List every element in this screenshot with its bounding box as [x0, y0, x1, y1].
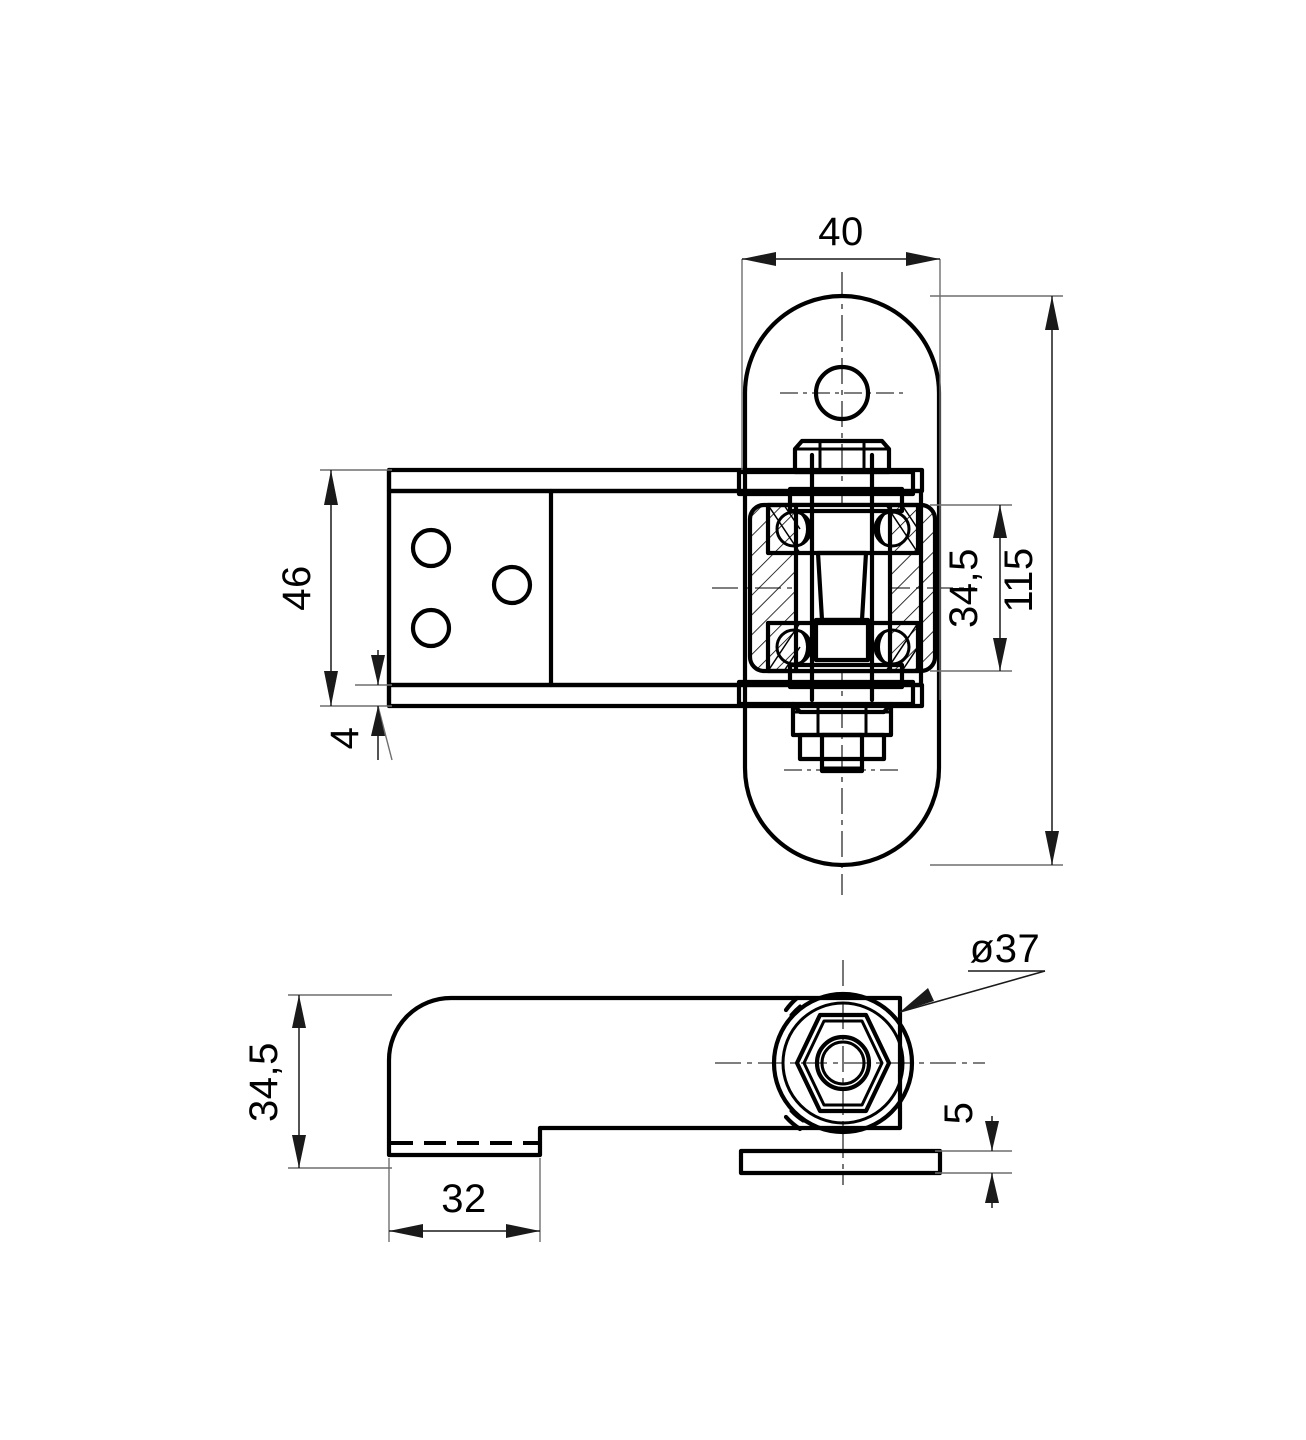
arm-hole-upper [410, 527, 452, 569]
dimension-bearing-345: 34,5 [930, 504, 1012, 672]
dimension-depth-32: 32 [388, 1158, 541, 1242]
dimension-width-40: 40 [741, 210, 941, 700]
hub-inner-circle [781, 1001, 905, 1125]
upper-washer [787, 486, 905, 514]
hub-arc-lower-left-inner [789, 1109, 805, 1123]
side-view-dimensions: 34,5 32 ø37 5 [242, 927, 1046, 1242]
dim-label-32: 32 [441, 1177, 487, 1221]
nut-bore-inner [820, 1040, 866, 1086]
dim-label-d37: ø37 [970, 927, 1040, 971]
upper-strap-plate [736, 469, 916, 497]
dimension-height-115: 115 [930, 295, 1063, 866]
side-hex-nut-group [794, 1012, 892, 1114]
side-hex-nut-chamfer [802, 1019, 884, 1107]
dim-label-4: 4 [323, 727, 367, 750]
bracket-arm-profile [386, 995, 903, 1158]
hub-arc-upper-left-inner [789, 1004, 802, 1017]
bolt-thread-end [819, 732, 865, 774]
side-view-centerlines [715, 960, 985, 1185]
hub-arc-upper-left [783, 995, 800, 1013]
dim-label-345-side: 34,5 [242, 1042, 286, 1122]
dim-label-345-top: 34,5 [942, 548, 986, 628]
nut-bore-outer [814, 1034, 872, 1092]
top-view-group [386, 272, 975, 895]
bearing-ball-bottom-left-shade [794, 630, 811, 664]
left-arm-assembly [386, 467, 925, 709]
lower-fastener-group [736, 662, 916, 774]
dim-label-5: 5 [937, 1102, 981, 1125]
top-view-dimensions: 40 115 34,5 46 [275, 210, 1063, 866]
dimension-plate-5: 5 [935, 1102, 1012, 1208]
arm-hole-lower [410, 607, 452, 649]
base-plate [738, 1148, 943, 1176]
lower-strap-plate [736, 679, 916, 707]
shaft-lower-collar [813, 617, 871, 663]
dimension-diameter-37: ø37 [899, 927, 1046, 1013]
hub-visible-arcs [783, 995, 805, 1132]
side-hex-nut [794, 1012, 892, 1114]
side-view-group [386, 960, 985, 1185]
dim-label-115: 115 [997, 547, 1041, 612]
hinge-oval-plate-outline [742, 293, 942, 868]
mounting-hole-top [813, 364, 871, 422]
dimension-plate-4: 4 [323, 650, 393, 761]
dim-label-40: 40 [818, 210, 864, 254]
bearing-ball-top-right-shade [875, 512, 892, 546]
dimension-arm-46: 46 [275, 469, 392, 707]
hub-outer-circle-d37 [771, 991, 915, 1135]
dimension-side-345: 34,5 [242, 994, 392, 1169]
upper-fastener-group [736, 438, 916, 514]
arm-hole-middle [491, 564, 533, 606]
dim-label-46: 46 [275, 565, 319, 611]
lower-washer [787, 662, 905, 690]
bearing-ball-top-left-shade [794, 512, 811, 546]
bearing-ball-bottom-right-shade [875, 630, 892, 664]
hub-arc-lower-left [783, 1114, 803, 1132]
